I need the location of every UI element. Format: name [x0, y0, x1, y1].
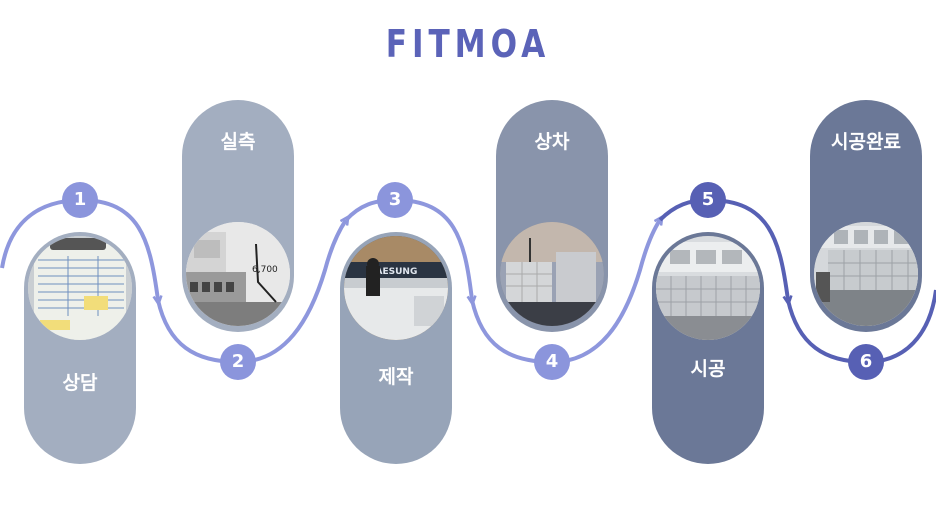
step-4-badge: 4 [534, 344, 570, 380]
step-4-label: 상차 [534, 131, 570, 153]
measurement-photo: 6,700 [186, 222, 290, 326]
svg-text:HAESUNG: HAESUNG [368, 267, 417, 277]
step-3-badge: 3 [377, 182, 413, 218]
loading-photo [500, 222, 604, 326]
flow-segment-2 [156, 220, 346, 365]
flow-segment-3 [344, 197, 472, 300]
svg-text:6,700: 6,700 [252, 265, 278, 275]
step-1-label: 상담 [62, 372, 98, 394]
flow-segment-5 [658, 197, 788, 300]
step-2-badge: 2 [220, 344, 256, 380]
step-5-badge: 5 [690, 182, 726, 218]
step-1-badge: 1 [62, 182, 98, 218]
completion-photo [814, 222, 918, 326]
step-2-label: 실측 [220, 131, 256, 153]
installation-photo [656, 236, 760, 340]
flow-segment-4 [470, 220, 660, 365]
consultation-photo [28, 236, 132, 340]
step-6-label: 시공완료 [831, 131, 901, 153]
step-6-badge: 6 [848, 344, 884, 380]
step-5-label: 시공 [690, 358, 726, 380]
production-photo: HAESUNG [344, 236, 448, 340]
step-3-label: 제작 [378, 366, 414, 388]
page-title: FITMOA [385, 22, 551, 66]
